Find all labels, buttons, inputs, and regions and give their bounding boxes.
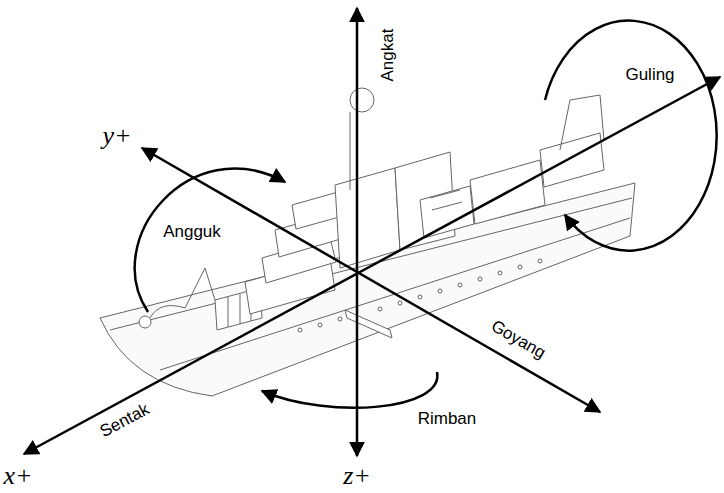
vertical-axis <box>356 8 359 456</box>
axis-label: x+ <box>1 462 34 491</box>
axis-label: y+ <box>100 122 133 151</box>
motion-label: Goyang <box>486 316 550 364</box>
yaw-arc <box>262 372 437 408</box>
motion-label: Angkat <box>379 27 398 84</box>
motion-label: Rimban <box>416 410 479 429</box>
axis-label: z+ <box>341 462 373 491</box>
longitudinal-axis <box>24 77 720 454</box>
ship-drawing <box>100 88 635 396</box>
motion-label: Sentak <box>95 399 154 442</box>
roll-arc <box>545 21 717 251</box>
motion-axes <box>24 8 720 456</box>
transverse-axis <box>142 148 600 412</box>
pitch-arc <box>135 168 285 312</box>
motion-label: Angguk <box>161 223 223 242</box>
motion-label: Guling <box>623 66 676 85</box>
